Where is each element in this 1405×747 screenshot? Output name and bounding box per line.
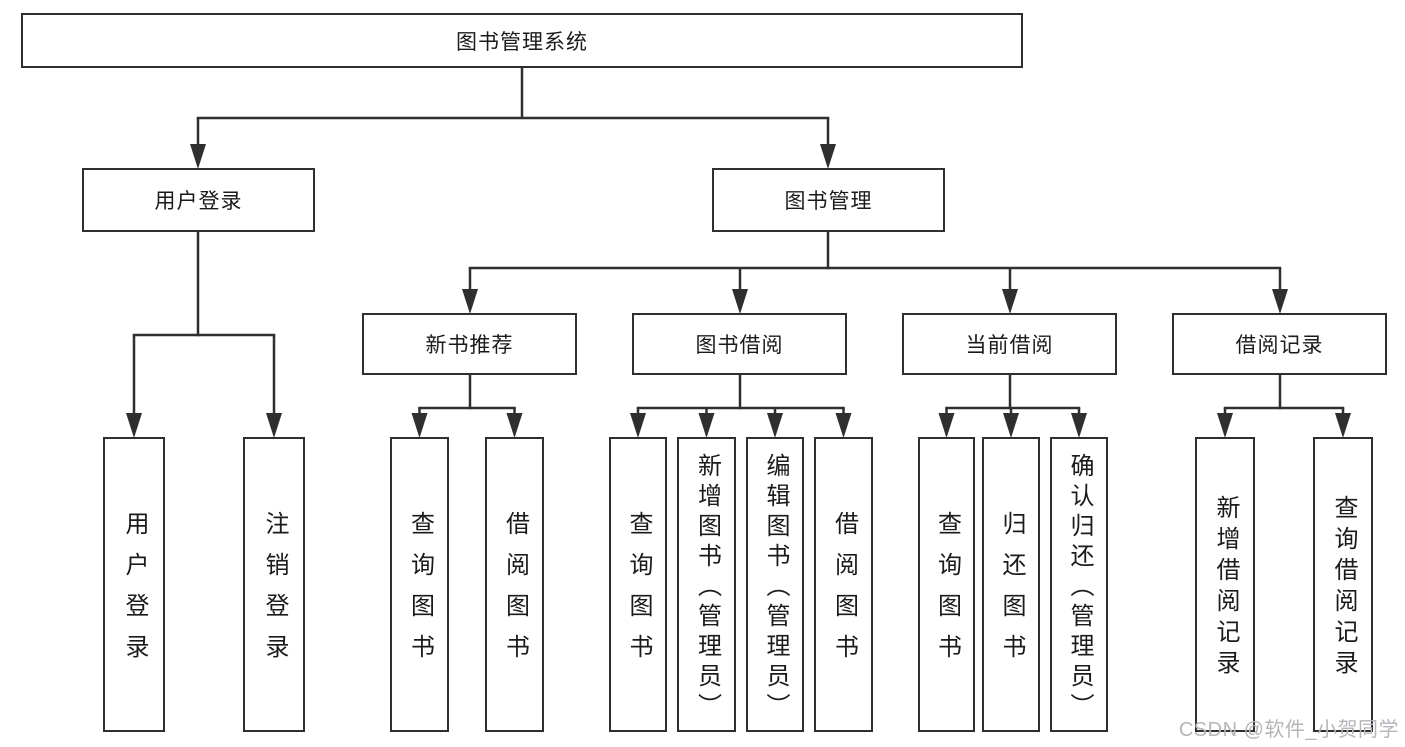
node-leaf-user-login: 用户登录 <box>103 437 165 732</box>
node-current-borrow-label: 当前借阅 <box>965 334 1054 357</box>
node-leaf-query-books-current: 查询图书 <box>918 437 975 732</box>
node-leaf-query-books-recommend: 查询图书 <box>390 437 449 732</box>
node-leaf-add-book-admin-label: 新增图书（管理员） <box>693 452 721 723</box>
node-book-borrow: 图书借阅 <box>632 313 847 375</box>
node-leaf-add-borrow-record: 新增借阅记录 <box>1195 437 1255 732</box>
node-leaf-return-book: 归还图书 <box>982 437 1040 732</box>
node-leaf-query-books-borrow: 查询图书 <box>609 437 667 732</box>
node-leaf-add-book-admin: 新增图书（管理员） <box>677 437 736 732</box>
node-leaf-query-borrow-record: 查询借阅记录 <box>1313 437 1373 732</box>
node-leaf-confirm-return-admin: 确认归还（管理员） <box>1050 437 1108 732</box>
node-leaf-borrow-books-recommend-label: 借阅图书 <box>501 511 529 675</box>
arrowheads <box>126 144 1351 438</box>
node-book-management-label: 图书管理 <box>784 190 873 213</box>
node-new-book-recommend: 新书推荐 <box>362 313 577 375</box>
node-new-book-recommend-label: 新书推荐 <box>425 334 514 357</box>
node-leaf-borrow-books-label: 借阅图书 <box>830 511 858 675</box>
node-leaf-query-books-current-label: 查询图书 <box>933 511 961 675</box>
node-book-management: 图书管理 <box>712 168 945 232</box>
node-leaf-query-books-borrow-label: 查询图书 <box>625 511 652 675</box>
node-user-login: 用户登录 <box>82 168 315 232</box>
node-leaf-confirm-return-admin-label: 确认归还（管理员） <box>1066 452 1093 723</box>
node-leaf-edit-book-admin-label: 编辑图书（管理员） <box>762 452 789 723</box>
node-leaf-edit-book-admin: 编辑图书（管理员） <box>746 437 804 732</box>
node-leaf-logout-label: 注销登录 <box>261 511 288 675</box>
node-leaf-query-books-recommend-label: 查询图书 <box>406 511 434 675</box>
node-leaf-return-book-label: 归还图书 <box>998 511 1025 675</box>
node-leaf-logout: 注销登录 <box>243 437 305 732</box>
node-leaf-add-borrow-record-label: 新增借阅记录 <box>1212 495 1239 681</box>
node-root-label: 图书管理系统 <box>456 30 588 54</box>
node-leaf-borrow-books: 借阅图书 <box>814 437 873 732</box>
node-leaf-user-login-label: 用户登录 <box>121 511 148 675</box>
node-borrow-records-label: 借阅记录 <box>1235 334 1324 357</box>
node-book-borrow-label: 图书借阅 <box>695 334 784 357</box>
csdn-watermark: CSDN @软件_小贺同学 <box>1178 719 1399 741</box>
node-current-borrow: 当前借阅 <box>902 313 1117 375</box>
node-root: 图书管理系统 <box>21 13 1023 68</box>
node-borrow-records: 借阅记录 <box>1172 313 1387 375</box>
node-user-login-label: 用户登录 <box>154 190 243 213</box>
node-leaf-borrow-books-recommend: 借阅图书 <box>485 437 544 732</box>
node-leaf-query-borrow-record-label: 查询借阅记录 <box>1330 495 1357 681</box>
